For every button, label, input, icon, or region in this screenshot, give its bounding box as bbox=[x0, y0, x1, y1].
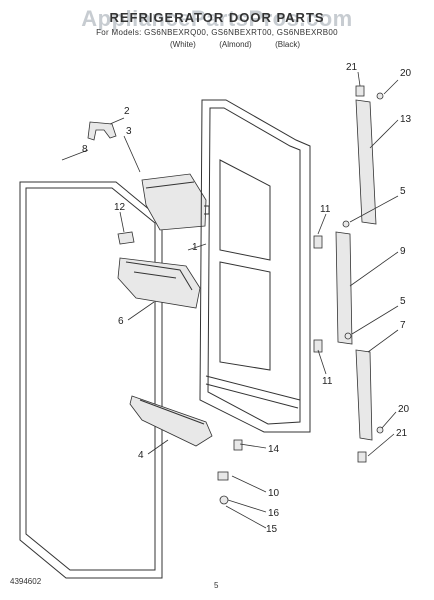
door-assembly-part bbox=[199, 99, 311, 433]
lower-trim-strip-part bbox=[355, 349, 373, 441]
callout-12: 12 bbox=[114, 202, 126, 213]
callout-9: 9 bbox=[400, 246, 406, 257]
color-black: (Black) bbox=[275, 40, 300, 49]
callout-21-lower: 21 bbox=[396, 428, 408, 439]
callout-5-lower: 5 bbox=[400, 296, 406, 307]
color-white: (White) bbox=[170, 40, 196, 49]
door-handle-clip-part bbox=[87, 121, 117, 141]
callout-2: 2 bbox=[124, 106, 130, 117]
callout-13: 13 bbox=[400, 114, 412, 125]
color-almond: (Almond) bbox=[219, 40, 252, 49]
document-number: 4394602 bbox=[10, 577, 42, 586]
callout-10: 10 bbox=[268, 488, 280, 499]
callout-21-upper: 21 bbox=[346, 62, 358, 73]
upper-trim-strip-part bbox=[355, 99, 377, 225]
callout-3: 3 bbox=[126, 126, 132, 137]
diagram-title: REFRIGERATOR DOOR PARTS bbox=[109, 10, 325, 25]
callout-labels: 1 2 3 4 5 5 6 7 8 9 10 11 11 12 13 14 15… bbox=[82, 62, 412, 535]
hardware-parts bbox=[217, 85, 384, 505]
callout-4: 4 bbox=[138, 450, 144, 461]
model-list: For Models: GS6NBEXRQ00, GS6NBEXRT00, GS… bbox=[96, 28, 338, 37]
callout-14: 14 bbox=[268, 444, 280, 455]
callout-5-upper: 5 bbox=[400, 186, 406, 197]
callout-1: 1 bbox=[192, 242, 198, 253]
brand-watermark: AppliancePartsPros.com bbox=[81, 6, 353, 31]
leader-lines bbox=[61, 71, 399, 529]
callout-11-lower: 11 bbox=[322, 376, 333, 387]
callout-15: 15 bbox=[266, 524, 278, 535]
page-number: 5 bbox=[214, 581, 219, 590]
callout-16: 16 bbox=[268, 508, 280, 519]
callout-20-upper: 20 bbox=[400, 68, 412, 79]
callout-6: 6 bbox=[118, 316, 124, 327]
callout-7: 7 bbox=[400, 320, 406, 331]
hinge-bar-part bbox=[335, 231, 353, 345]
pivot-pin-part bbox=[117, 231, 135, 245]
callout-8: 8 bbox=[82, 144, 88, 155]
door-shelf-part bbox=[129, 395, 213, 447]
callout-11-upper: 11 bbox=[320, 204, 331, 215]
color-variants: (White) (Almond) (Black) bbox=[170, 40, 300, 49]
dairy-bin-part bbox=[117, 257, 201, 309]
dairy-door-part bbox=[141, 173, 210, 231]
door-gasket-part bbox=[19, 181, 163, 579]
callout-20-lower: 20 bbox=[398, 404, 410, 415]
